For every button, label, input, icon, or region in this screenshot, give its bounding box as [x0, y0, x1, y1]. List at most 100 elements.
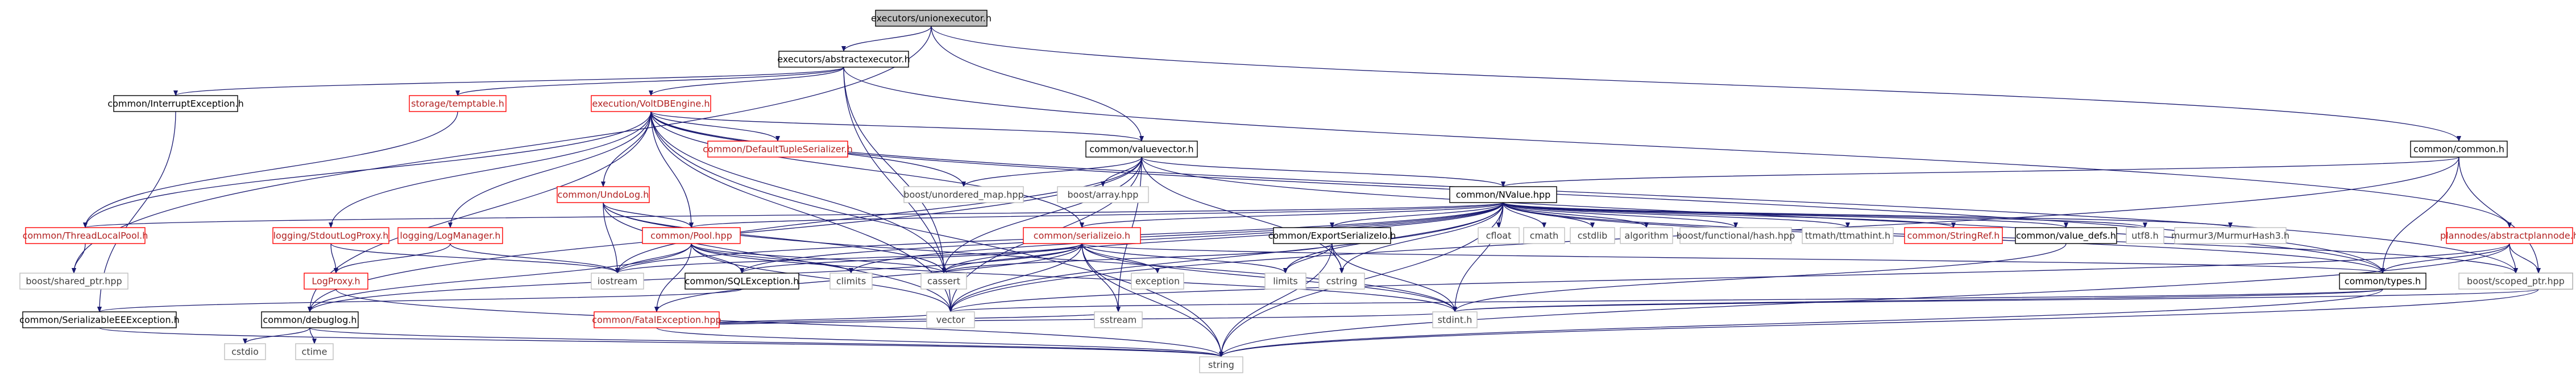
node-box-cstdio	[224, 343, 266, 360]
node-box-serializeio	[1023, 227, 1141, 244]
edge-serializeio-to-string	[1081, 243, 1223, 357]
edge-nvalue-to-threadlocalpool	[84, 202, 1504, 228]
node-box-cmath	[1523, 227, 1565, 244]
node-box-abstractplannode	[2446, 227, 2573, 244]
edge-nvalue-to-pool	[689, 202, 1504, 228]
edge-undolog-to-vector	[603, 202, 953, 312]
edge-serializeio-to-cassert	[941, 243, 1082, 274]
node-label-algorithm: algorithm	[1624, 230, 1668, 241]
node-abstractplannode[interactable]: plannodes/abstractplannode.h	[2440, 227, 2576, 244]
node-storage_temptable[interactable]: storage/temptable.h	[409, 95, 507, 112]
edge-serializeio-to-limits	[1081, 243, 1288, 274]
edge-valuevector-to-unordered_map	[961, 156, 1142, 187]
edge-nvalue-to-serializeio	[1080, 202, 1504, 228]
node-box-sqlexception	[685, 273, 799, 290]
node-label-logmanager: logging/LogManager.h	[400, 230, 500, 241]
node-box-abstractexecutor	[778, 51, 909, 68]
node-fatalexception[interactable]: common/FatalException.hpp	[592, 311, 721, 328]
node-label-stdint: stdint.h	[1438, 315, 1472, 325]
node-box-defaulttupleserializer	[707, 141, 848, 158]
edge-logmanager-to-logproxy	[334, 243, 451, 274]
edge-fatalexception-to-stdint	[656, 311, 1457, 328]
node-root[interactable]: executors/unionexecutor.h	[871, 10, 992, 27]
node-label-iostream: iostream	[598, 276, 637, 287]
edge-nvalue-to-cmath	[1503, 202, 1546, 228]
node-value_defs[interactable]: common/value_defs.h	[2015, 227, 2117, 244]
node-logmanager[interactable]: logging/LogManager.h	[397, 227, 503, 244]
node-ttmathint: ttmath/ttmathint.h	[1802, 227, 1894, 244]
edge-valuevector-to-commontypes	[1141, 156, 2385, 274]
edge-valuevector-to-iostream	[615, 156, 1142, 274]
node-box-utf8	[2126, 227, 2164, 244]
edge-root-to-shared_ptr	[72, 26, 932, 274]
node-label-serializeio: common/serializeio.h	[1034, 230, 1130, 241]
node-box-stdoutlogproxy	[272, 227, 389, 244]
node-label-defaulttupleserializer: common/DefaultTupleSerializer.h	[703, 144, 853, 155]
node-label-sstream: sstream	[1100, 315, 1136, 325]
node-nvalue[interactable]: common/NValue.hpp	[1449, 186, 1557, 203]
node-box-interruptexception	[113, 95, 238, 112]
node-label-cmath: cmath	[1530, 230, 1559, 241]
node-stdoutlogproxy[interactable]: logging/StdoutLogProxy.h	[272, 227, 389, 244]
node-voltdbengine[interactable]: execution/VoltDBEngine.h	[591, 95, 711, 112]
node-vector: vector	[926, 311, 975, 328]
node-scoped_ptr: boost/scoped_ptr.hpp	[2458, 273, 2573, 290]
node-boost_array: boost/array.hpp	[1057, 186, 1149, 203]
node-abstractexecutor[interactable]: executors/abstractexecutor.h	[777, 51, 910, 68]
node-pool[interactable]: common/Pool.hpp	[642, 227, 741, 244]
edge-nvalue-to-exportserializeio	[1330, 202, 1504, 228]
edge-commontypes-to-vector	[949, 289, 2383, 312]
node-unordered_map: boost/unordered_map.hpp	[903, 186, 1024, 203]
node-commontypes[interactable]: common/types.h	[2339, 273, 2426, 290]
node-box-scoped_ptr	[2458, 273, 2573, 290]
node-label-root: executors/unionexecutor.h	[871, 13, 992, 24]
node-serializeio[interactable]: common/serializeio.h	[1023, 227, 1141, 244]
node-undolog[interactable]: common/UndoLog.h	[557, 186, 650, 203]
node-box-algorithm	[1620, 227, 1673, 244]
node-box-ctime	[295, 343, 334, 360]
node-murmurhash: murmur3/MurmurHash3.h	[2171, 227, 2289, 244]
node-label-stdoutlogproxy: logging/StdoutLogProxy.h	[273, 230, 389, 241]
node-label-ctime: ctime	[302, 347, 327, 357]
edge-serializeio-to-iostream	[615, 243, 1082, 274]
node-valuevector[interactable]: common/valuevector.h	[1085, 141, 1198, 158]
edge-commonh-to-commontypes	[2380, 156, 2459, 274]
node-box-storage_temptable	[409, 95, 507, 112]
node-box-climits	[829, 273, 873, 290]
edge-pool-to-climits	[691, 243, 853, 274]
node-label-value_defs: common/value_defs.h	[2016, 230, 2116, 242]
node-debuglog[interactable]: common/debuglog.h	[261, 311, 359, 328]
edge-storage_temptable-to-threadlocalpool	[83, 111, 458, 228]
node-commonh[interactable]: common/common.h	[2410, 141, 2508, 158]
node-stringref[interactable]: common/StringRef.h	[1904, 227, 2003, 244]
edge-voltdbengine-to-stdoutlogproxy	[329, 111, 652, 228]
node-logproxy[interactable]: LogProxy.h	[304, 273, 368, 290]
node-box-stringref	[1904, 227, 2003, 244]
node-threadlocalpool[interactable]: common/ThreadLocalPool.h	[23, 227, 148, 244]
node-label-cfloat: cfloat	[1486, 230, 1512, 241]
node-label-storage_temptable: storage/temptable.h	[411, 98, 504, 109]
node-box-debuglog	[261, 311, 359, 328]
edge-serializeio-to-sstream	[1081, 243, 1121, 312]
node-sqlexception[interactable]: common/SQLException.h	[685, 273, 799, 290]
node-serializableee[interactable]: common/SerializableEEException.h	[19, 311, 180, 328]
edge-sqlexception-to-serializableee	[97, 289, 742, 312]
edge-abstractplannode-to-commonids	[2509, 243, 2541, 274]
node-box-serializableee	[22, 311, 177, 328]
edge-commontypes-to-stdint	[1453, 289, 2383, 312]
node-box-valuevector	[1085, 141, 1198, 158]
node-label-stringref: common/StringRef.h	[1907, 230, 2000, 241]
edge-threadlocalpool-to-shared_ptr	[72, 243, 86, 274]
node-label-scoped_ptr: boost/scoped_ptr.hpp	[2467, 276, 2565, 287]
node-label-climits: climits	[836, 276, 866, 287]
node-cstdio: cstdio	[224, 343, 266, 360]
node-algorithm: algorithm	[1620, 227, 1673, 244]
node-interruptexception[interactable]: common/InterruptException.h	[107, 95, 244, 112]
edge-commonids-to-stdint	[1453, 289, 2539, 312]
node-label-debuglog: common/debuglog.h	[263, 315, 356, 325]
edge-nvalue-to-scoped_ptr	[1503, 202, 2518, 274]
node-defaulttupleserializer[interactable]: common/DefaultTupleSerializer.h	[703, 141, 853, 158]
node-exportserializeio[interactable]: common/ExportSerializeIo.h	[1268, 227, 1396, 244]
node-label-cstring: cstring	[1326, 276, 1358, 287]
node-label-string: string	[1208, 360, 1234, 370]
